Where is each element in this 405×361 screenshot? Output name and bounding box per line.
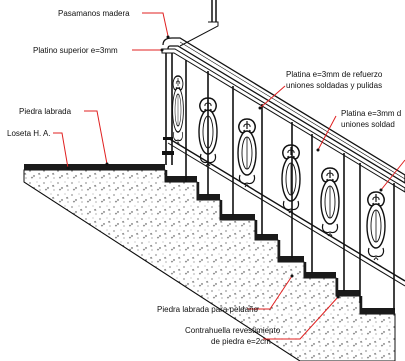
label-top-plate: Platino superior e=3mm <box>33 46 118 55</box>
label-handrail: Pasamanos madera <box>58 9 130 18</box>
label-tile: Loseta H. A. <box>7 129 51 138</box>
label-reinforcement-plate-1: Platina e=3mm de refuerzo <box>286 70 383 79</box>
landing-stone-slab <box>24 164 165 170</box>
label-plate-right-1: Platina e=3mm d <box>341 109 401 118</box>
callout-leaders <box>53 12 405 340</box>
stair-treads <box>165 176 395 314</box>
label-plate-right-2: uniones soldad <box>341 120 395 129</box>
annotation-labels: Pasamanos madera Platino superior e=3mm … <box>7 9 401 346</box>
callout-arrowheads <box>66 35 383 299</box>
label-reinforcement-plate-2: uniones soldadas y pulidas <box>286 81 382 90</box>
top-plate <box>161 48 405 193</box>
label-tread-stone: Piedra labrada para peldaño <box>157 305 259 314</box>
label-riser-1: Contrahuella revestimiento <box>185 326 281 335</box>
baluster-bases <box>162 137 174 155</box>
stair-risers <box>164 170 363 314</box>
label-carved-stone: Piedra labrada <box>19 107 72 116</box>
handrail <box>162 37 405 184</box>
newel-post <box>179 0 219 47</box>
label-riser-2: de piedra e=2cm <box>211 337 271 346</box>
